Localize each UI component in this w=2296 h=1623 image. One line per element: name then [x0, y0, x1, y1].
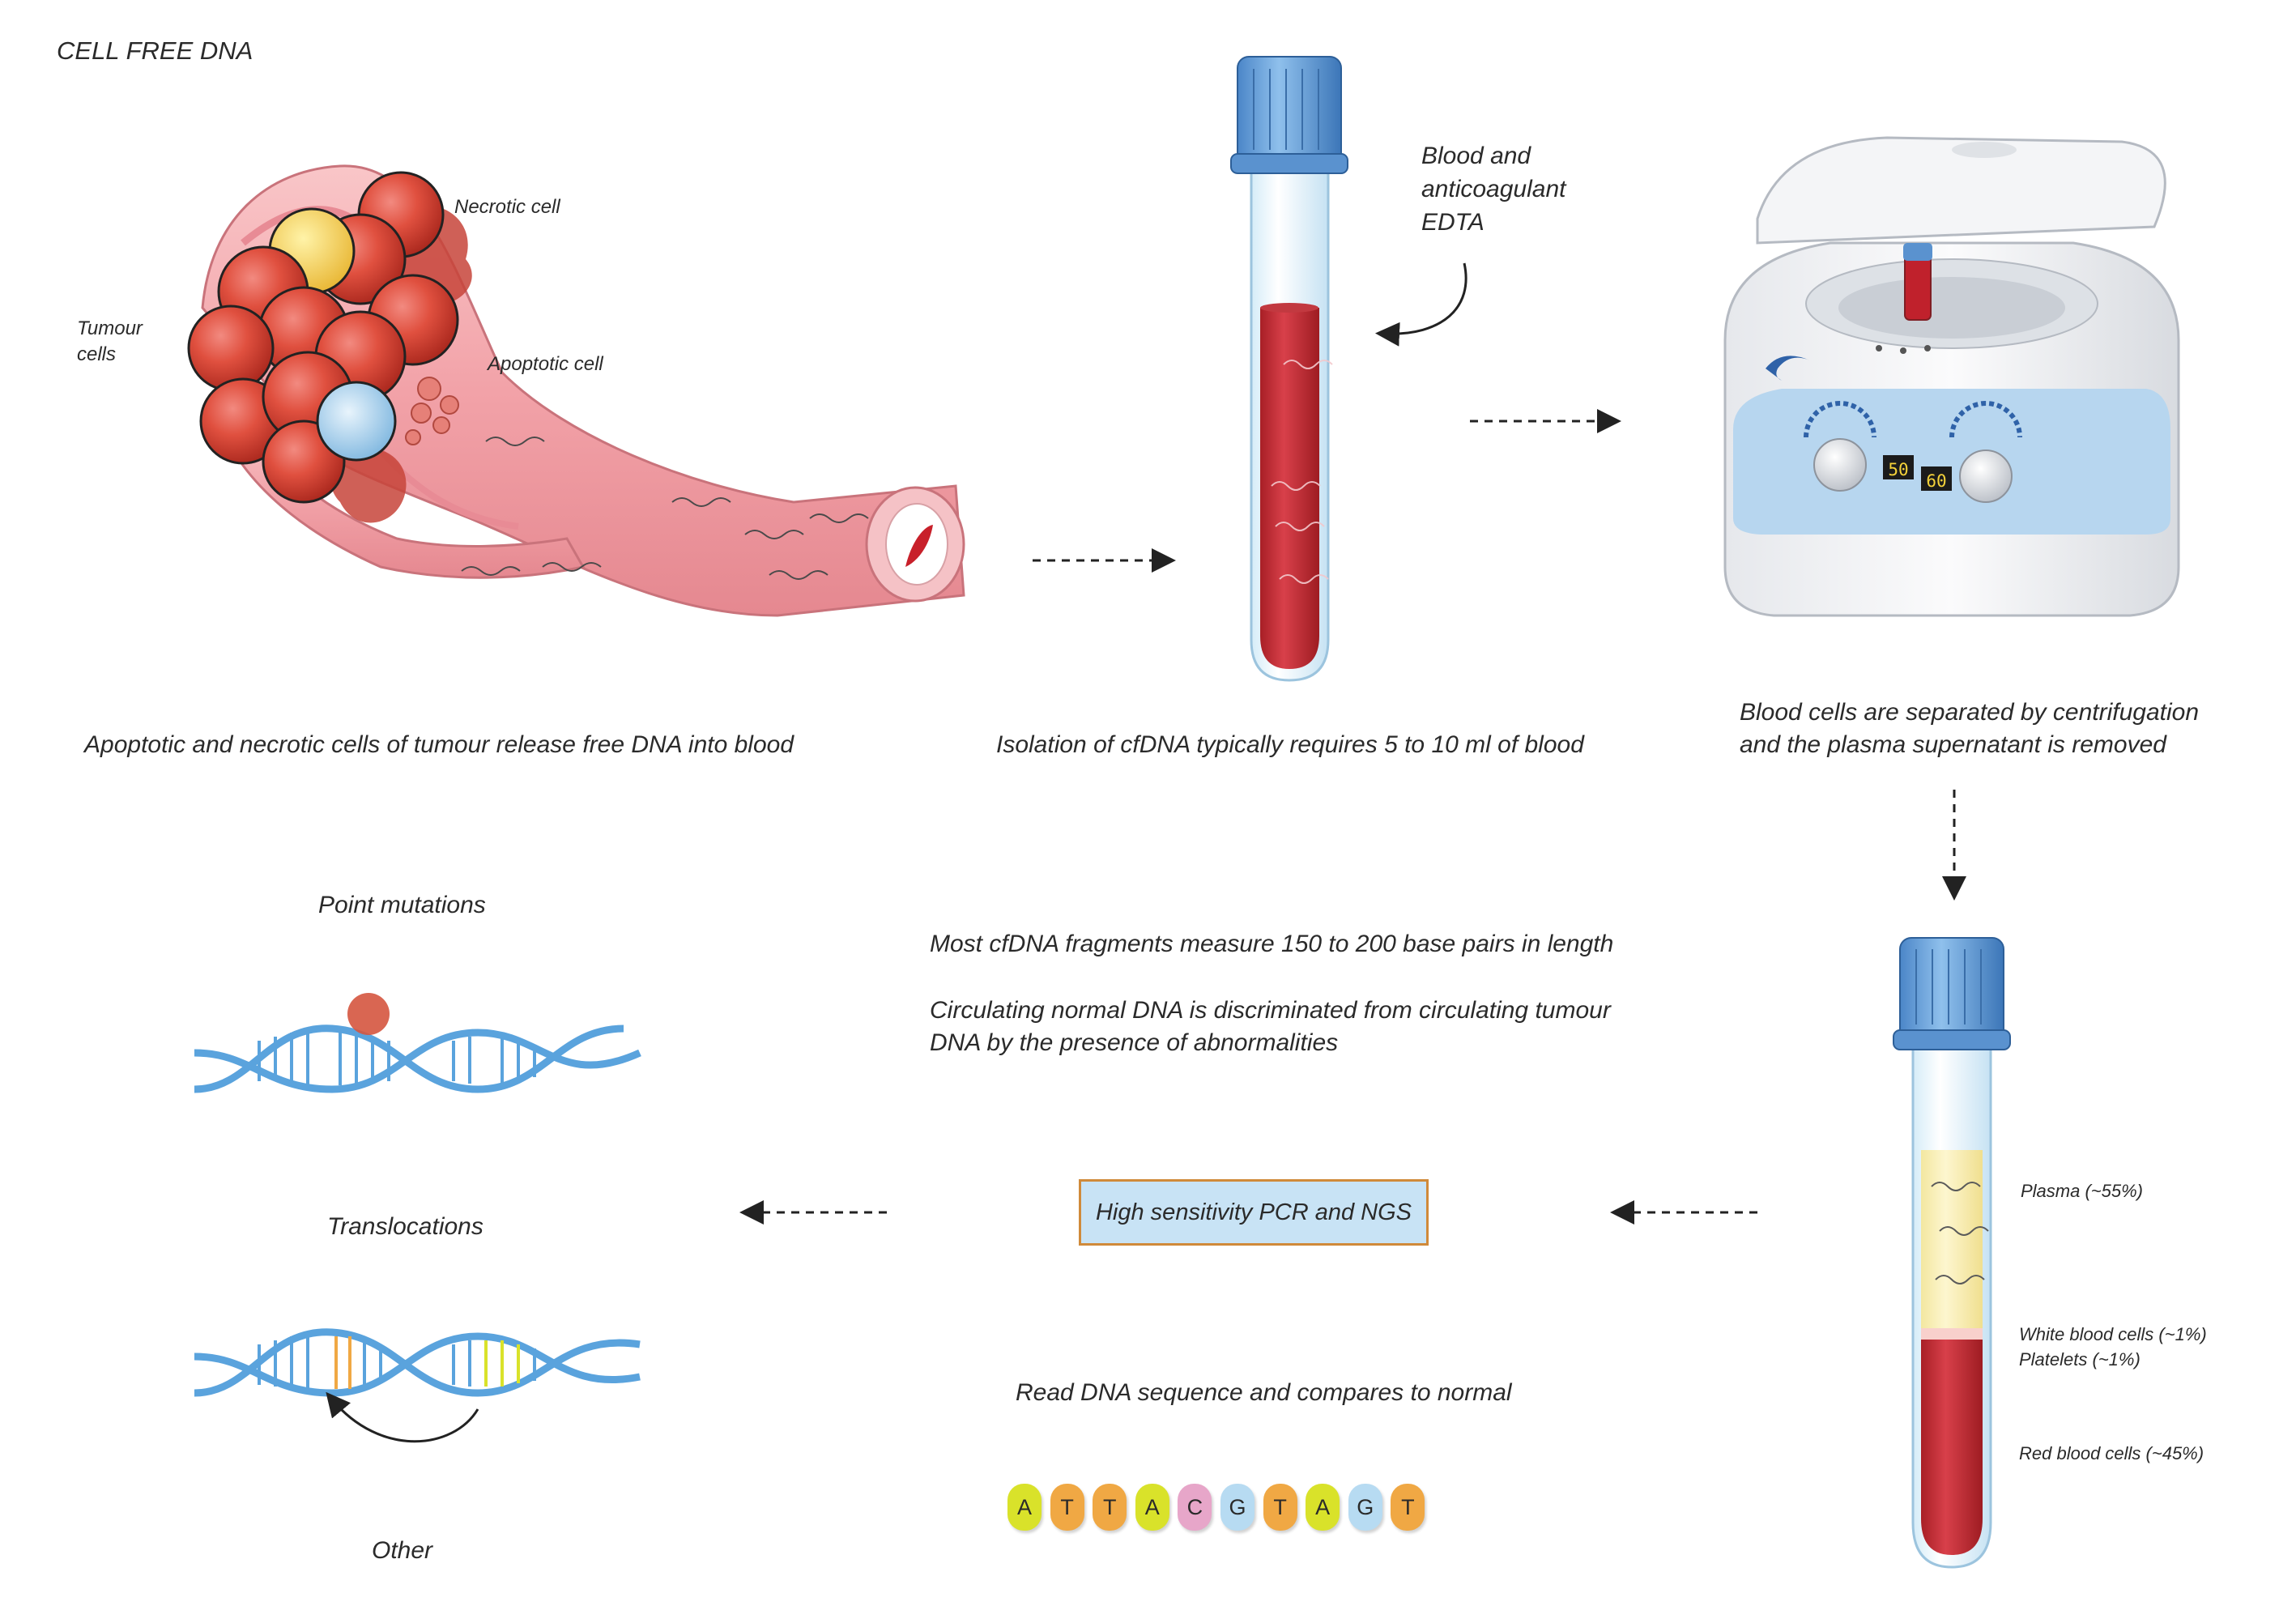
pcr-ngs-label: High sensitivity PCR and NGS — [1095, 1199, 1412, 1225]
base-badge: A — [1306, 1484, 1340, 1531]
centrifuge-display-left: 50 — [1888, 460, 1908, 479]
label-point-mutations: Point mutations — [318, 892, 486, 918]
layer-red-blood-cells: Red blood cells (~45%) — [2019, 1443, 2204, 1463]
info-discrimination-line1: Circulating normal DNA is discriminated … — [930, 997, 1611, 1024]
layer-plasma: Plasma (~55%) — [2021, 1181, 2144, 1201]
info-fragment-length: Most cfDNA fragments measure 150 to 200 … — [930, 931, 1614, 957]
separated-tube — [1893, 937, 2011, 1569]
edta-note-line3: EDTA — [1421, 209, 1485, 236]
label-apoptotic-cell: Apoptotic cell — [488, 353, 603, 375]
base-badge: T — [1391, 1484, 1425, 1531]
blood-tube — [1230, 56, 1348, 682]
label-tumour-cells-line2: cells — [77, 343, 117, 365]
base-badge: T — [1050, 1484, 1084, 1531]
flow-arrows — [739, 409, 1966, 1225]
centrifuge-display-right: 60 — [1926, 471, 1946, 491]
read-sequence-caption: Read DNA sequence and compares to normal — [1016, 1379, 1512, 1406]
base-badge: A — [1135, 1484, 1169, 1531]
info-discrimination-line2: DNA by the presence of abnormalities — [930, 1029, 1339, 1056]
label-other: Other — [372, 1537, 433, 1564]
pcr-ngs-box: High sensitivity PCR and NGS — [1079, 1179, 1429, 1246]
base-badge: A — [1007, 1484, 1042, 1531]
step1-caption: Apoptotic and necrotic cells of tumour r… — [84, 731, 794, 758]
dna-point-mutation — [194, 993, 641, 1093]
label-tumour-cells-line1: Tumour — [77, 317, 143, 339]
edta-arrow — [1375, 262, 1467, 347]
base-badge: T — [1093, 1484, 1127, 1531]
base-badge: G — [1220, 1484, 1254, 1531]
step3-caption-line2: and the plasma supernatant is removed — [1740, 731, 2166, 758]
layer-white-blood-cells: White blood cells (~1%) — [2019, 1324, 2207, 1344]
layer-platelets: Platelets (~1%) — [2019, 1349, 2141, 1370]
base-badge: C — [1178, 1484, 1212, 1531]
step2-caption: Isolation of cfDNA typically requires 5 … — [996, 731, 1584, 758]
edta-note-line2: anticoagulant — [1421, 176, 1566, 202]
label-translocations: Translocations — [327, 1213, 483, 1240]
dna-translocation — [194, 1328, 641, 1443]
edta-note-line1: Blood and — [1421, 143, 1531, 169]
step3-caption-line1: Blood cells are separated by centrifugat… — [1740, 699, 2200, 726]
page-title: CELL FREE DNA — [57, 36, 253, 65]
base-badge: G — [1348, 1484, 1382, 1531]
label-necrotic-cell: Necrotic cell — [454, 196, 560, 218]
tumour-vessel-illustration — [187, 164, 965, 617]
base-badge: T — [1263, 1484, 1297, 1531]
centrifuge — [1723, 136, 2180, 617]
